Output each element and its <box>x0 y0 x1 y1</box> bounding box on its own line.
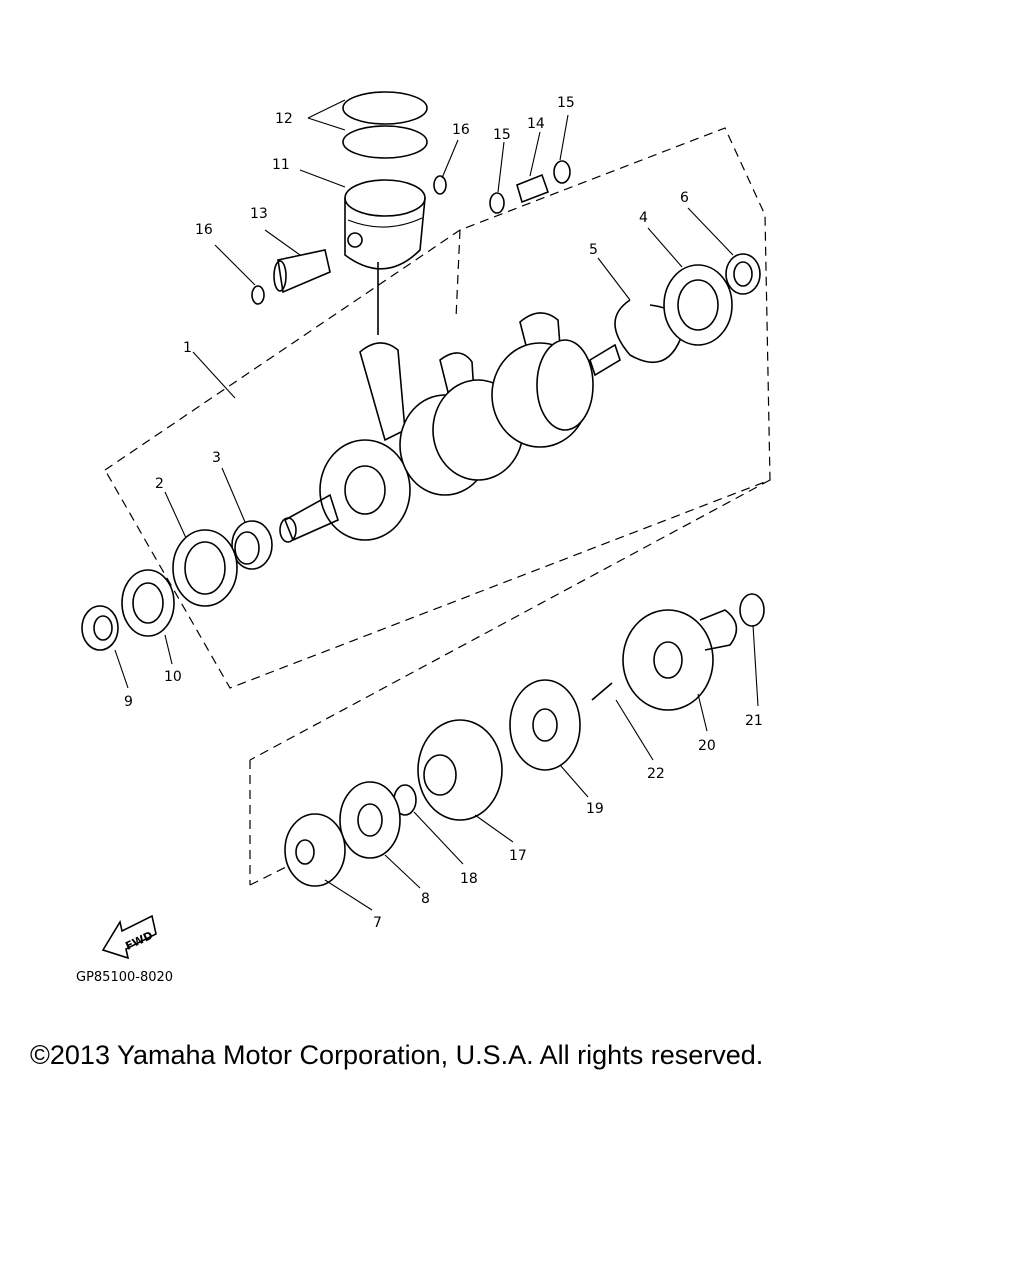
coupling-20 <box>622 609 738 711</box>
ring-21 <box>739 593 765 627</box>
callout-5: 5 <box>589 242 598 258</box>
drawing-code: GP85100-8020 <box>76 970 174 985</box>
callout-20: 20 <box>698 738 716 754</box>
callout-16a: 16 <box>452 122 470 138</box>
nut-9 <box>81 605 119 651</box>
callout-15a: 15 <box>493 127 511 143</box>
callout-12: 12 <box>275 111 293 127</box>
exploded-parts-diagram: 1 2 3 4 5 6 7 8 9 10 11 12 13 14 15 15 1… <box>81 91 771 960</box>
damper-19 <box>509 679 581 771</box>
callout-8: 8 <box>421 891 430 907</box>
oil-seal-10 <box>121 569 175 637</box>
callout-10: 10 <box>164 669 182 685</box>
screw-22 <box>591 682 613 701</box>
callout-15b: 15 <box>557 95 575 111</box>
leader-lines <box>114 99 759 911</box>
collar-3 <box>231 520 273 570</box>
callout-9: 9 <box>124 694 133 710</box>
callout-13: 13 <box>250 206 268 222</box>
callout-4: 4 <box>639 210 648 226</box>
piston-pin-clips <box>251 175 447 305</box>
crankshaft <box>279 312 621 543</box>
callout-6: 6 <box>680 190 689 206</box>
fwd-arrow-icon: FWD <box>101 914 157 960</box>
callout-2: 2 <box>155 476 164 492</box>
bearing-2 <box>172 529 238 607</box>
crankshaft-assembly-outline <box>104 127 771 761</box>
piston-pin <box>273 249 331 294</box>
callout-19: 19 <box>586 801 604 817</box>
copyright-notice: ©2013 Yamaha Motor Corporation, U.S.A. A… <box>30 1040 764 1070</box>
callout-16b: 16 <box>195 222 213 238</box>
callout-11: 11 <box>272 157 290 173</box>
callout-1: 1 <box>183 340 192 356</box>
small-end-parts <box>489 160 571 214</box>
collar-6 <box>725 253 761 295</box>
piston <box>344 179 426 335</box>
callout-17: 17 <box>509 848 527 864</box>
callout-21: 21 <box>745 713 763 729</box>
callout-3: 3 <box>212 450 221 466</box>
bearing-4 <box>663 264 733 346</box>
piston-rings <box>342 91 428 159</box>
callout-labels: 1 2 3 4 5 6 7 8 9 10 11 12 13 14 15 15 1… <box>124 95 763 931</box>
coupling-17 <box>417 719 503 821</box>
callout-18: 18 <box>460 871 478 887</box>
seal-7 <box>284 813 346 887</box>
plate-8 <box>339 781 401 859</box>
callout-14: 14 <box>527 116 545 132</box>
callout-7: 7 <box>373 915 382 931</box>
callout-22: 22 <box>647 766 665 782</box>
